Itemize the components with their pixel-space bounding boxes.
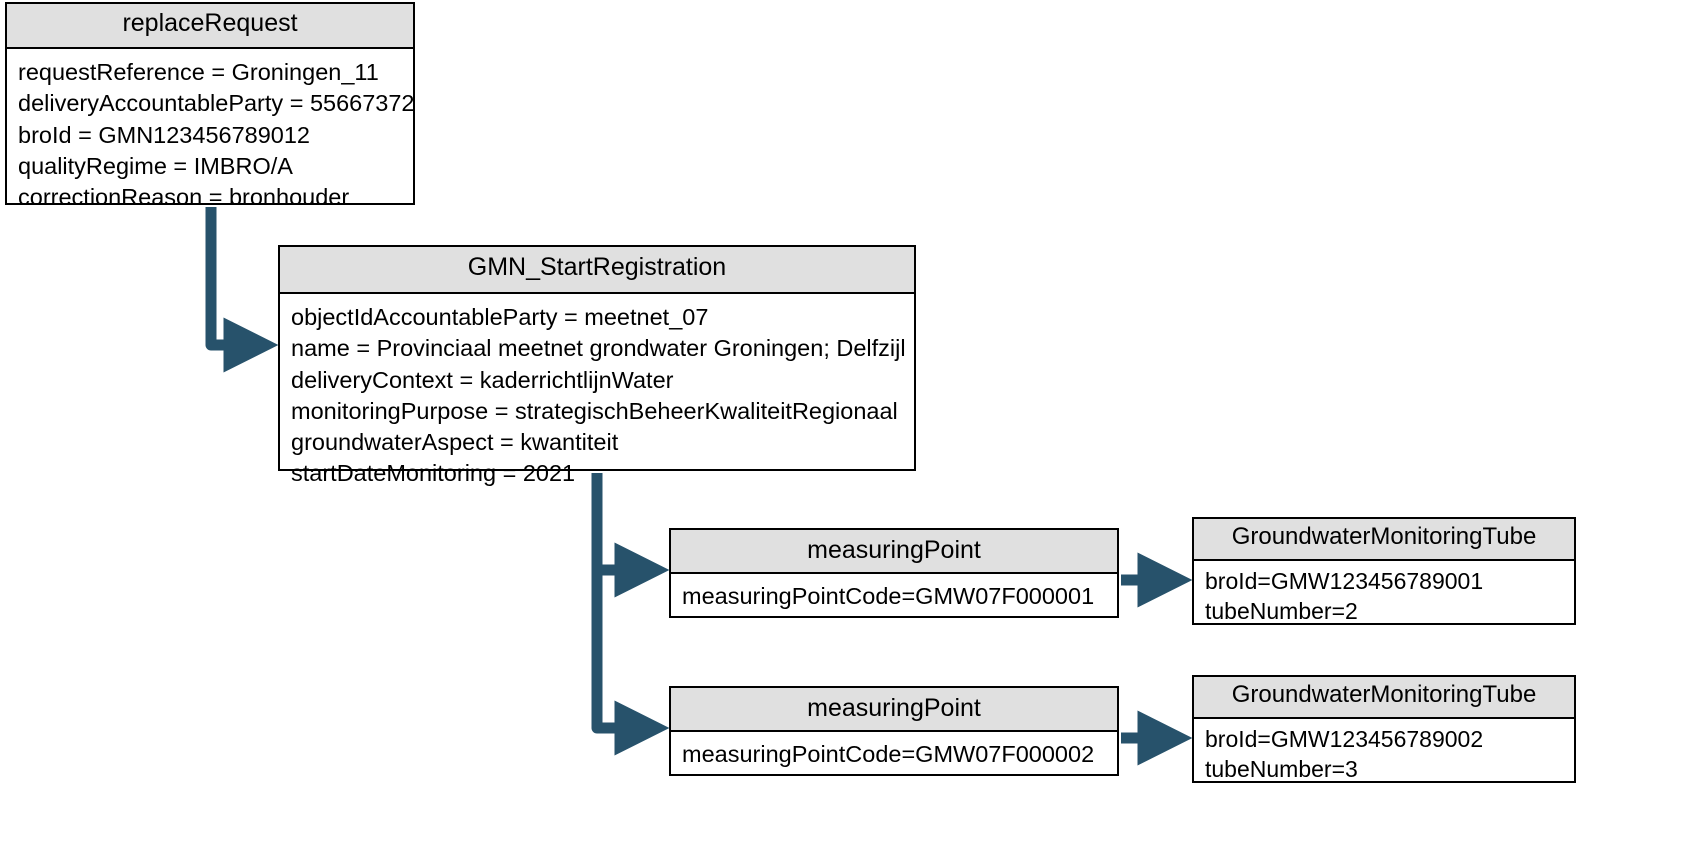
attribute-groundwater-aspect: groundwaterAspect = kwantiteit: [291, 429, 619, 455]
attribute-monitoring-purpose: monitoringPurpose = strategischBeheerKwa…: [291, 397, 898, 424]
box-title-measuring-point-1: measuringPoint: [671, 530, 1117, 574]
attribute-correction-reason: correctionReason = bronhouder: [18, 184, 350, 210]
attribute-quality-regime: qualityRegime = IMBRO/A: [18, 152, 293, 179]
connector-replace-to-startregistration: [205, 207, 279, 373]
box-attributes-groundwater-monitoring-tube-1: broId=GMW123456789001 tubeNumber=2: [1194, 561, 1574, 635]
attribute-name: name = Provinciaal meetnet grondwater Gr…: [291, 335, 906, 362]
box-title-replace-request: replaceRequest: [7, 4, 413, 49]
box-attributes-measuring-point-2: measuringPointCode=GMW07F000002: [671, 732, 1117, 778]
object-box-groundwater-monitoring-tube-2[interactable]: GroundwaterMonitoringTube broId=GMW12345…: [1192, 675, 1576, 783]
box-attributes-replace-request: requestReference = Groningen_11 delivery…: [7, 49, 413, 221]
object-box-measuring-point-2[interactable]: measuringPoint measuringPointCode=GMW07F…: [669, 686, 1119, 776]
box-title-measuring-point-2: measuringPoint: [671, 688, 1117, 732]
attribute-tube-bro-id-1: broId=GMW123456789001: [1205, 568, 1484, 594]
attribute-delivery-context: deliveryContext = kaderrichtlijnWater: [291, 366, 674, 393]
box-title-groundwater-monitoring-tube-2: GroundwaterMonitoringTube: [1194, 677, 1574, 719]
attribute-tube-bro-id-2: broId=GMW123456789002: [1205, 726, 1484, 752]
object-box-gmn-start-registration[interactable]: GMN_StartRegistration objectIdAccountabl…: [278, 245, 916, 486]
attribute-object-id-accountable-party: objectIdAccountableParty = meetnet_07: [291, 304, 709, 330]
attribute-tube-number-2: tubeNumber=3: [1205, 755, 1358, 782]
attribute-measuring-point-code-1: measuringPointCode=GMW07F000001: [682, 583, 1095, 609]
box-attributes-groundwater-monitoring-tube-2: broId=GMW123456789002 tubeNumber=3: [1194, 719, 1574, 793]
box-attributes-gmn-start-registration: objectIdAccountableParty = meetnet_07 na…: [280, 294, 914, 498]
object-box-groundwater-monitoring-tube-1[interactable]: GroundwaterMonitoringTube broId=GMW12345…: [1192, 517, 1576, 625]
connector-startregistration-to-measuringpoint-2: [591, 570, 670, 756]
attribute-tube-number-1: tubeNumber=2: [1205, 597, 1358, 624]
box-attributes-measuring-point-1: measuringPointCode=GMW07F000001: [671, 574, 1117, 620]
object-box-measuring-point-1[interactable]: measuringPoint measuringPointCode=GMW07F…: [669, 528, 1119, 618]
attribute-bro-id: broId = GMN123456789012: [18, 121, 311, 148]
box-title-gmn-start-registration: GMN_StartRegistration: [280, 247, 914, 294]
attribute-delivery-accountable-party: deliveryAccountableParty = 55667372: [18, 90, 413, 117]
attribute-start-date-monitoring: startDateMonitoring = 2021: [291, 460, 576, 487]
object-box-replace-request[interactable]: replaceRequest requestReference = Gronin…: [5, 2, 415, 210]
attribute-request-reference: requestReference = Groningen_11: [18, 59, 379, 85]
box-title-groundwater-monitoring-tube-1: GroundwaterMonitoringTube: [1194, 519, 1574, 561]
attribute-measuring-point-code-2: measuringPointCode=GMW07F000002: [682, 741, 1095, 767]
